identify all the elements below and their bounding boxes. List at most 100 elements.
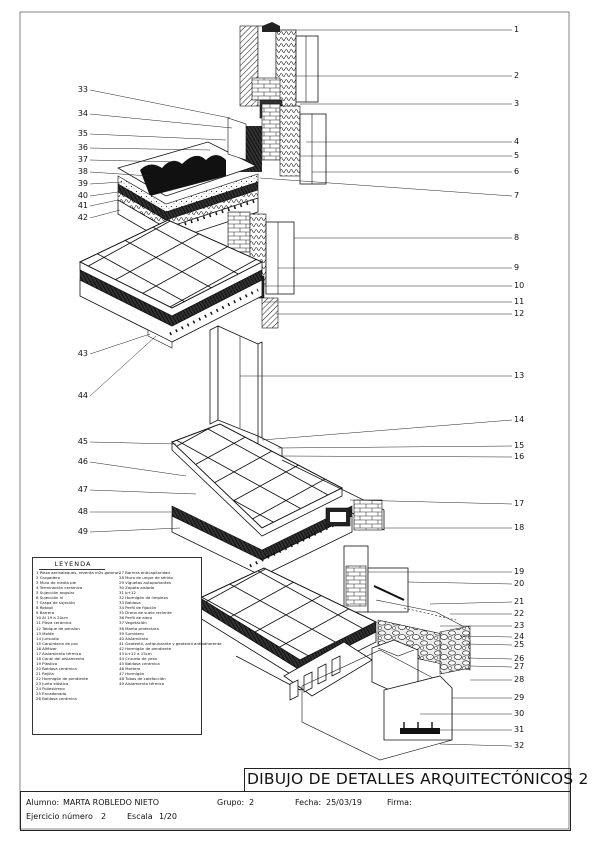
legend-item: 27 Barrera anticapilaridad (119, 570, 170, 575)
legend-item: 1 Pieza aerinaleques, reventa m2s gotero… (36, 570, 120, 575)
legend-item: 30 Zapata aislada (119, 585, 155, 591)
callout-49: 49 (77, 527, 88, 536)
legend-item: 47 Hormigón (119, 670, 145, 676)
callout-31: 31 (514, 725, 525, 734)
student-name: MARTA ROBLEDO NIETO (63, 798, 160, 807)
legend-item: 41 Geotextil, antipunzante y geotextil a… (119, 640, 222, 646)
legend-item: 45 Baldosa cerámica (119, 660, 160, 666)
upper-facade-wall (236, 22, 327, 185)
legend-item: 21 Rejilla (36, 670, 54, 676)
legend-box: LEYENDA 1 Pieza aerinaleques, reventa m2… (32, 557, 222, 735)
callout-25: 25 (514, 640, 525, 649)
callout-17: 17 (514, 499, 525, 508)
legend-item: 34 Perfil de fijación (119, 605, 157, 611)
legend-item: 11 Pieza cerámica (36, 620, 72, 626)
legend-item: 2 Cargadero (36, 575, 60, 581)
legend-item: 8 Rotopil (36, 605, 54, 611)
callout-43: 43 (77, 349, 88, 358)
callout-14: 14 (514, 415, 525, 424)
callout-42: 42 (77, 213, 88, 222)
callout-6: 6 (514, 167, 520, 176)
legend-item: 32 Hormigón de limpieza (119, 595, 168, 601)
callout-48: 48 (77, 507, 88, 516)
callout-34: 34 (77, 109, 88, 118)
signature-label: Firma: (387, 798, 412, 807)
callout-2: 2 (514, 71, 520, 80)
callout-44: 44 (77, 391, 88, 400)
legend-item: 16 Alféizar (36, 645, 57, 651)
legend-item: 7 Grapa de sujeción (36, 600, 75, 606)
legend-item: 43 b+12 a 15cm (119, 650, 152, 656)
callout-10: 10 (514, 281, 525, 290)
legend-item: 44 Cruceta de yeso (119, 655, 157, 661)
legend-item: 33 Baldosa (119, 600, 141, 606)
callout-45: 45 (77, 437, 88, 446)
callout-32: 32 (514, 741, 525, 750)
callout-15: 15 (514, 441, 525, 450)
callout-18: 18 (514, 523, 525, 532)
callout-35: 35 (77, 129, 88, 138)
legend-item: 42 Hormigón de pendiente (119, 645, 172, 651)
callout-40: 40 (77, 191, 88, 200)
group-label: Grupo: (217, 798, 245, 807)
exercise-value: 2 (101, 812, 107, 821)
legend-item: 12 Tabique de pension (36, 625, 80, 631)
ground-floor-and-foundation (198, 545, 471, 761)
callout-9: 9 (514, 263, 520, 272)
exercise-label: Ejercicio número (26, 812, 93, 821)
legend-title-underline (39, 569, 105, 570)
green-roof-assembly (116, 117, 259, 243)
group-value: 2 (249, 798, 255, 807)
callout-3: 3 (514, 99, 520, 108)
title-frame (244, 768, 571, 792)
callout-7: 7 (514, 191, 520, 200)
callout-46: 46 (77, 457, 88, 466)
callout-19: 19 (514, 567, 525, 576)
legend-item: 10 Al 19 a 20cm (36, 615, 68, 621)
legend-item: 36 Perfil de alero (119, 615, 153, 621)
callout-20: 20 (514, 579, 525, 588)
legend-item: 5 Sujección angular (36, 590, 75, 596)
legend-item: 24 Poliestireno (36, 686, 65, 692)
callout-33: 33 (77, 85, 88, 94)
callout-29: 29 (514, 693, 525, 702)
legend-item: 18 Canal del aislamiento (36, 655, 85, 661)
legend-item: 4 Terminación cerámica (36, 585, 83, 591)
callout-41: 41 (77, 201, 88, 210)
date-value: 25/03/19 (326, 798, 362, 807)
date-label: Fecha: (295, 798, 322, 807)
legend-item: 23 Junta elástica (36, 681, 69, 687)
legend-item: 15 Carpintería de pvc (36, 640, 79, 646)
callout-26: 26 (514, 654, 525, 663)
legend-item: 29 Viguetas autoportantes (119, 580, 171, 586)
middle-floor-slab (171, 423, 385, 577)
callout-4: 4 (514, 137, 520, 146)
legend-item: 3 Muro de media pie (36, 580, 77, 586)
callout-leaders-right (240, 29, 513, 747)
callout-28: 28 (514, 675, 525, 684)
callout-47: 47 (77, 485, 88, 494)
callout-8: 8 (514, 233, 520, 242)
callout-5: 5 (514, 151, 520, 160)
student-label: Alumno: (26, 798, 60, 807)
callout-23: 23 (514, 621, 525, 630)
legend-item: 31 b+12 (119, 590, 136, 596)
legend-item: 20 Baldosa cerámica (36, 665, 77, 671)
legend-item: 13 Molde (36, 630, 54, 636)
callout-12: 12 (514, 309, 525, 318)
legend-item: 14 Jurisudio (36, 635, 59, 641)
legend-item: 9 Barrera (36, 610, 55, 616)
legend-item: 37 Vegetación (119, 620, 147, 626)
legend-item: 17 Aislamiento térmico (36, 650, 82, 656)
callout-38: 38 (77, 167, 88, 176)
legend-column-left: 1 Pieza aerinaleques, reventa m2s gotero… (36, 570, 120, 701)
title-block-info: Alumno: MARTA ROBLEDO NIETO Grupo: 2 Fec… (20, 791, 571, 831)
callout-37: 37 (77, 155, 88, 164)
legend-item: 35 Dreno de suelo reciente (119, 610, 172, 616)
legend-item: 48 Tubos de calefacción (119, 675, 166, 681)
callout-16: 16 (514, 452, 525, 461)
callout-24: 24 (514, 632, 525, 641)
callout-30: 30 (514, 709, 525, 718)
callout-1: 1 (514, 25, 520, 34)
